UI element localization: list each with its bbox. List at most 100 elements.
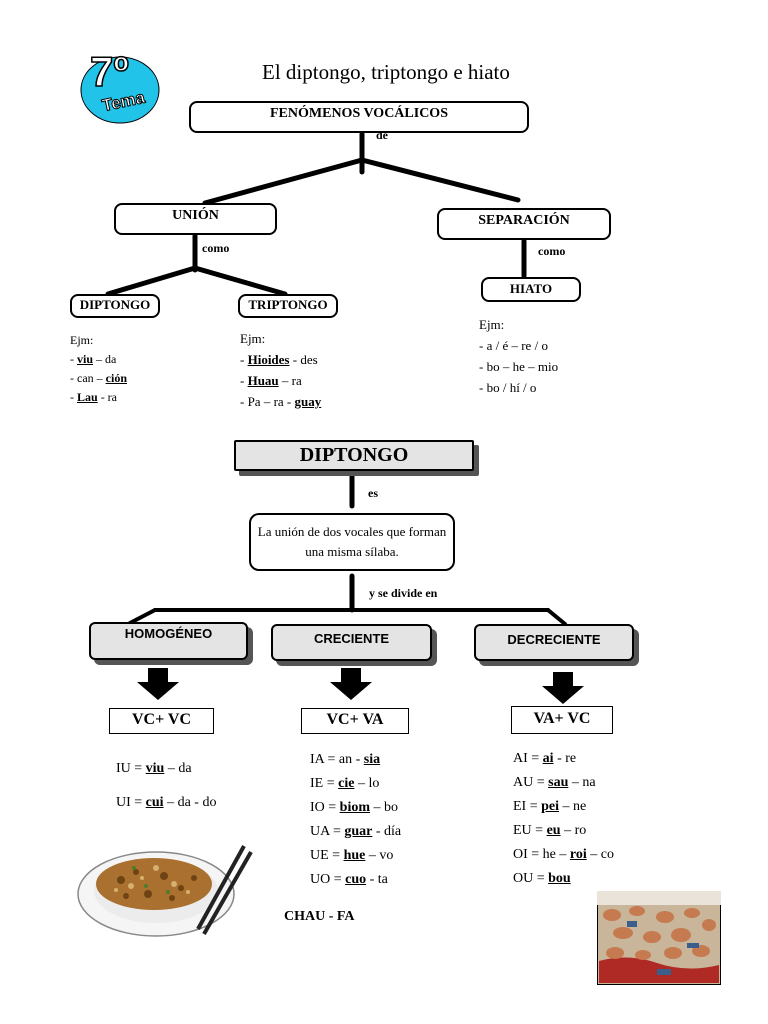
examples-label: Ejm: (240, 331, 266, 346)
example-line: OU = bou (513, 867, 614, 891)
connector-divide-left (128, 608, 157, 625)
example-line: IA = an - sia (310, 748, 401, 772)
example-text: OI = he – (513, 847, 570, 862)
example-line: - a / é – re / o (479, 335, 558, 356)
badge-oval-icon (80, 56, 160, 124)
example-syllable-highlight: ción (105, 371, 127, 385)
example-line: - Hioides - des (240, 349, 321, 370)
homogeneo-formula: VC+ VC (109, 708, 214, 734)
example-line: AI = ai - re (513, 747, 614, 771)
connector-union-right (192, 265, 288, 297)
example-text: UO = (310, 872, 346, 887)
page-title: El diptongo, triptongo e hiato (262, 60, 510, 84)
example-line: UE = hue – vo (310, 844, 401, 868)
example-text: - ra (97, 390, 118, 404)
example-text: – co (586, 847, 614, 862)
connector-divide-right (546, 608, 567, 626)
homogeneo-card: HOMOGÉNEO (89, 622, 248, 660)
example-line: UO = cuo - ta (310, 868, 401, 892)
hiato-examples: Ejm: - a / é – re / o - bo – he – mio - bo… (479, 314, 558, 398)
example-text: IA = an - (310, 752, 364, 767)
example-syllable-highlight: Hioides (247, 352, 290, 367)
union-node: UNIÓN (114, 203, 277, 235)
example-text: - Pa – ra - (240, 394, 295, 409)
examples-label: Ejm: (479, 317, 505, 332)
example-syllable-highlight: ai (542, 751, 554, 766)
decreciente-card: DECRECIENTE (474, 624, 634, 661)
connector-union-left (105, 265, 198, 297)
definition-box: La unión de dos vocales que forman una m… (249, 513, 455, 571)
food-caption: CHAU - FA (284, 909, 355, 924)
example-line: - Lau - ra (70, 388, 127, 407)
examples-label: Ejm: (70, 333, 94, 347)
example-text: – da (164, 761, 192, 776)
example-text: – ne (559, 799, 587, 814)
example-syllable-highlight: eu (546, 823, 561, 838)
example-syllable-highlight: biom (339, 800, 371, 815)
example-text: - (240, 373, 248, 388)
separacion-node: SEPARACIÓN (437, 208, 611, 240)
creciente-card: CRECIENTE (271, 624, 432, 661)
connector-root-right (359, 157, 521, 203)
example-text: UE = (310, 848, 344, 863)
example-text: UI = (116, 795, 146, 810)
definition-text: La unión de dos vocales que forman una m… (257, 524, 447, 559)
example-line: OI = he – roi – co (513, 843, 614, 867)
badge-number: 7º (89, 47, 129, 96)
example-syllable-highlight: pei (541, 799, 559, 814)
example-line: - can – ción (70, 369, 127, 388)
example-line: IE = cie – lo (310, 772, 401, 796)
example-text: - ta (366, 872, 388, 887)
theme-badge: 7º Tema (80, 47, 160, 124)
diptongo-node: DIPTONGO (70, 294, 160, 318)
example-line: AU = sau – na (513, 771, 614, 795)
examples-lines: - Hioides - des- Huau – ra- Pa – ra - gu… (240, 349, 321, 412)
diptongo-title-card: DIPTONGO (234, 440, 474, 471)
examples-lines: - viu – da- can – ción- Lau - ra (70, 350, 127, 407)
example-syllable-highlight: viu (77, 352, 94, 366)
decreciente-formula: VA+ VC (511, 706, 613, 734)
example-text: – ra (278, 373, 302, 388)
triptongo-examples: Ejm: - Hioides - des- Huau – ra- Pa – ra… (240, 328, 321, 412)
example-text: – bo (370, 800, 399, 815)
example-text: - (240, 352, 248, 367)
example-syllable-highlight: cui (145, 795, 164, 810)
example-line: IO = biom – bo (310, 796, 401, 820)
example-syllable-highlight: viu (145, 761, 165, 776)
example-text: - can – (70, 371, 106, 385)
example-line: - Huau – ra (240, 370, 321, 391)
root-node: FENÓMENOS VOCÁLICOS (189, 101, 529, 133)
example-line: - bo – he – mio (479, 356, 558, 377)
divide-connector-label: y se divide en (369, 586, 438, 600)
example-text: - bo – he – mio (479, 359, 559, 374)
example-syllable-highlight: guay (294, 394, 322, 409)
example-syllable-highlight: Lau (77, 390, 98, 404)
example-text: - (70, 390, 77, 404)
example-syllable-highlight: sia (363, 752, 381, 767)
example-text: IO = (310, 800, 340, 815)
example-text: AU = (513, 775, 549, 790)
arrow-down-icon (542, 672, 584, 704)
example-text: - (70, 352, 77, 366)
arrow-down-icon (137, 668, 179, 700)
example-syllable-highlight: cie (338, 776, 355, 791)
example-line: EU = eu – ro (513, 819, 614, 843)
example-text: UA = (310, 824, 345, 839)
example-text: - a / é – re / o (479, 338, 548, 353)
example-text: - des (289, 352, 318, 367)
example-text: - bo / hí / o (479, 380, 537, 395)
examples-lines: - a / é – re / o - bo – he – mio - bo / hí… (479, 335, 558, 398)
beach-crowd-photo (597, 891, 721, 985)
connector-root-left (202, 157, 365, 206)
example-text: AI = (513, 751, 543, 766)
example-text: - re (553, 751, 577, 766)
hiato-node: HIATO (481, 277, 581, 302)
separacion-connector-label: como (538, 244, 566, 258)
triptongo-node: TRIPTONGO (238, 294, 338, 318)
example-line: - bo / hí / o (479, 377, 558, 398)
creciente-formula: VC+ VA (301, 708, 409, 734)
example-text: – lo (354, 776, 380, 791)
